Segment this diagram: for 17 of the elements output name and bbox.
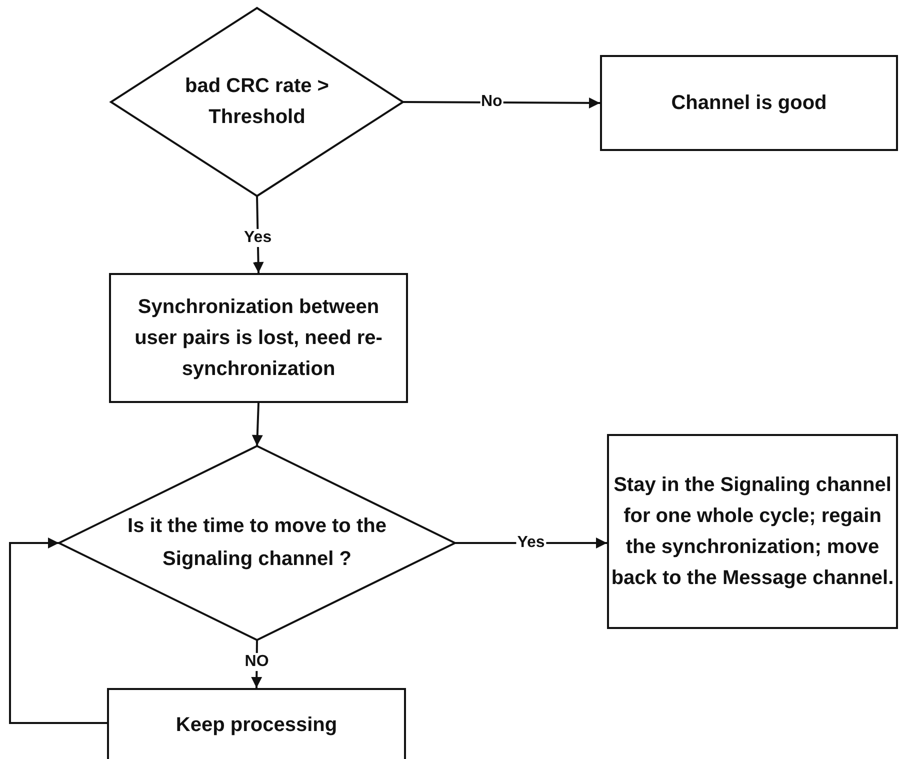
node-text: Channel is good	[670, 90, 828, 116]
decision-diamond	[111, 8, 403, 196]
arrow	[9, 538, 107, 724]
process-box	[109, 273, 408, 403]
edge-label: NO	[244, 652, 270, 671]
process-box	[107, 688, 406, 759]
node-text: Synchronization between user pairs is lost, need re-synchronization	[134, 294, 384, 382]
process-box	[600, 55, 898, 151]
decision-diamond	[59, 446, 455, 640]
node-text: Is it the time to move to the Signaling channel ?	[126, 514, 388, 572]
node-text: Keep processing	[174, 713, 338, 738]
node-text: Stay in the Signaling channel for one whole cycle; regain the synchronization; move back to the Message channel.	[611, 472, 894, 590]
arrow	[252, 402, 263, 446]
node-text: bad CRC rate > Threshold	[184, 74, 330, 130]
arrow	[403, 97, 600, 108]
edge-label: Yes	[243, 229, 273, 248]
process-box	[607, 434, 898, 629]
